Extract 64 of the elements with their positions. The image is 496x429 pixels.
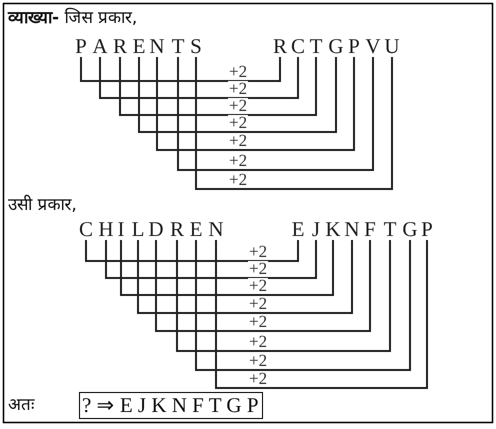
connector-line xyxy=(156,57,355,151)
letter: A xyxy=(91,35,109,57)
letter: T xyxy=(169,35,187,57)
letter: N xyxy=(207,218,225,240)
connector-line xyxy=(177,57,374,171)
letter: R xyxy=(111,35,129,57)
letter: G xyxy=(327,35,345,57)
letter: G xyxy=(401,218,419,240)
edge-label: +2 xyxy=(228,133,248,148)
edge-label: +2 xyxy=(228,153,248,168)
heading-text: व्याख्या- जिस प्रकार, xyxy=(8,7,138,29)
connector-line xyxy=(195,57,393,190)
letter: R xyxy=(271,35,289,57)
edge-label: +2 xyxy=(228,115,248,130)
edge-label: +2 xyxy=(248,296,268,311)
letter: N xyxy=(343,218,361,240)
connector-line xyxy=(120,240,334,296)
letter: P xyxy=(345,35,363,57)
letter: I xyxy=(112,218,130,240)
letter: J xyxy=(307,218,325,240)
edge-label: +2 xyxy=(228,172,248,187)
connector-line xyxy=(176,240,391,352)
letter: E xyxy=(130,35,148,57)
edge-label: +2 xyxy=(248,314,268,329)
edge-label: +2 xyxy=(248,244,268,259)
letter: T xyxy=(381,218,399,240)
connector-line xyxy=(195,240,411,371)
letter: C xyxy=(77,218,95,240)
connector-line xyxy=(99,57,299,99)
edge-label: +2 xyxy=(248,353,268,368)
letter: V xyxy=(364,35,382,57)
letter: H xyxy=(97,218,115,240)
letter: R xyxy=(168,218,186,240)
edge-label: +2 xyxy=(248,278,268,293)
connector-line xyxy=(105,240,317,279)
connector-line xyxy=(80,57,281,82)
connector-line xyxy=(85,240,299,262)
connector-line xyxy=(119,57,317,116)
edge-label: +2 xyxy=(248,334,268,349)
edge-label: +2 xyxy=(228,98,248,113)
edge-label: +2 xyxy=(248,261,268,276)
note-text: अतः xyxy=(8,394,34,416)
connector-line xyxy=(137,240,353,314)
connector-line xyxy=(138,57,337,133)
edge-label: +2 xyxy=(228,64,248,79)
connector-line xyxy=(215,240,428,389)
letter: E xyxy=(187,218,205,240)
letter: C xyxy=(289,35,307,57)
letter: S xyxy=(187,35,205,57)
letter: E xyxy=(289,218,307,240)
letter: P xyxy=(418,218,436,240)
letter: U xyxy=(383,35,401,57)
edge-label: +2 xyxy=(248,371,268,386)
letter: L xyxy=(129,218,147,240)
letter: N xyxy=(148,35,166,57)
letter: F xyxy=(361,218,379,240)
letter: D xyxy=(147,218,165,240)
answer-box: ? ⇒ E J K N F T G P xyxy=(79,392,263,419)
letter: P xyxy=(72,35,90,57)
note-text: उसी प्रकार, xyxy=(8,194,77,216)
connector-line xyxy=(155,240,371,332)
letter: K xyxy=(324,218,342,240)
letter: T xyxy=(307,35,325,57)
edge-label: +2 xyxy=(228,81,248,96)
